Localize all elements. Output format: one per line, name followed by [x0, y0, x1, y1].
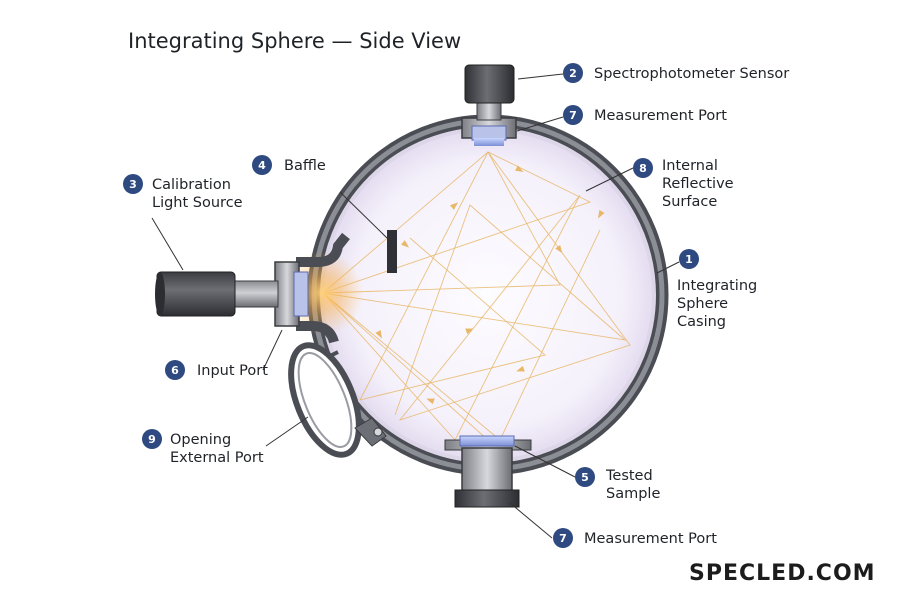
callout-label-line: Measurement Port	[584, 531, 717, 547]
callout-badge	[553, 528, 573, 548]
callout-badge	[123, 174, 143, 194]
ray-arrowhead	[598, 210, 605, 219]
callout-label-line: Sample	[606, 486, 660, 502]
ray-arrowhead	[375, 330, 382, 339]
callout-label-line: Internal	[662, 158, 718, 174]
callout-number: 1	[685, 253, 693, 266]
leader-lines	[151, 73, 680, 539]
callout-label-line: Input Port	[197, 363, 268, 379]
ray-arrowhead	[516, 365, 525, 372]
callout-number: 3	[129, 178, 137, 191]
ray-arrowhead	[450, 202, 459, 210]
callout-number: 4	[258, 159, 266, 172]
callout-number: 9	[148, 433, 156, 446]
diagram-title: Integrating Sphere — Side View	[128, 29, 461, 53]
ray-arrowhead	[426, 398, 435, 405]
ray-arrowheads	[375, 165, 605, 405]
calibration-light-source	[155, 271, 279, 317]
callout-label-line: Opening	[170, 432, 231, 448]
callout-label-line: Calibration	[152, 177, 231, 193]
callout-sensor: 2 Spectrophotometer Sensor	[563, 63, 789, 83]
external-port-door	[288, 342, 387, 458]
top-measurement-port	[461, 117, 517, 146]
spectrophotometer-sensor	[464, 64, 515, 121]
ray-arrowhead	[515, 165, 524, 172]
baffle-plate	[387, 230, 397, 273]
callout-input: 6 Input Port	[165, 360, 268, 380]
callout-label-line: Casing	[677, 314, 726, 330]
callout-badge	[252, 155, 272, 175]
callout-label-line: Surface	[662, 194, 717, 210]
callout-port-top: 7 Measurement Port	[563, 105, 727, 125]
bottom-measurement-port	[444, 435, 532, 508]
callout-number: 8	[639, 162, 647, 175]
callout-label-line: Spectrophotometer Sensor	[594, 66, 789, 82]
ray-arrowhead	[465, 328, 474, 335]
callout-label-line: Tested	[605, 468, 653, 484]
callout-number: 5	[581, 471, 589, 484]
callout-label-line: Light Source	[152, 195, 243, 211]
callout-label-line: Reflective	[662, 176, 734, 192]
callout-label-line: Measurement Port	[594, 108, 727, 124]
callout-label-line: Sphere	[677, 296, 728, 312]
callout-badge	[142, 429, 162, 449]
ray-arrowhead	[401, 240, 410, 248]
callout-badge	[165, 360, 185, 380]
callout-number: 2	[569, 67, 577, 80]
callout-number: 7	[569, 109, 577, 122]
brand-watermark: SPECLED.COM	[689, 561, 876, 586]
ray-arrowhead	[555, 245, 563, 254]
callout-baffle: 4 Baffle	[252, 155, 326, 175]
callout-badge	[563, 63, 583, 83]
callout-badge	[633, 158, 653, 178]
callout-number: 7	[559, 532, 567, 545]
callout-badge	[679, 249, 699, 269]
callout-label-line: Integrating	[677, 278, 757, 294]
callout-label-line: Baffle	[284, 158, 326, 174]
sphere-casing	[307, 114, 669, 476]
callout-number: 6	[171, 364, 179, 377]
callout-label-line: External Port	[170, 450, 264, 466]
callout-port-bottom: 7 Measurement Port	[553, 528, 717, 548]
input-port	[274, 232, 350, 344]
callout-badge	[563, 105, 583, 125]
callout-badge	[575, 467, 595, 487]
